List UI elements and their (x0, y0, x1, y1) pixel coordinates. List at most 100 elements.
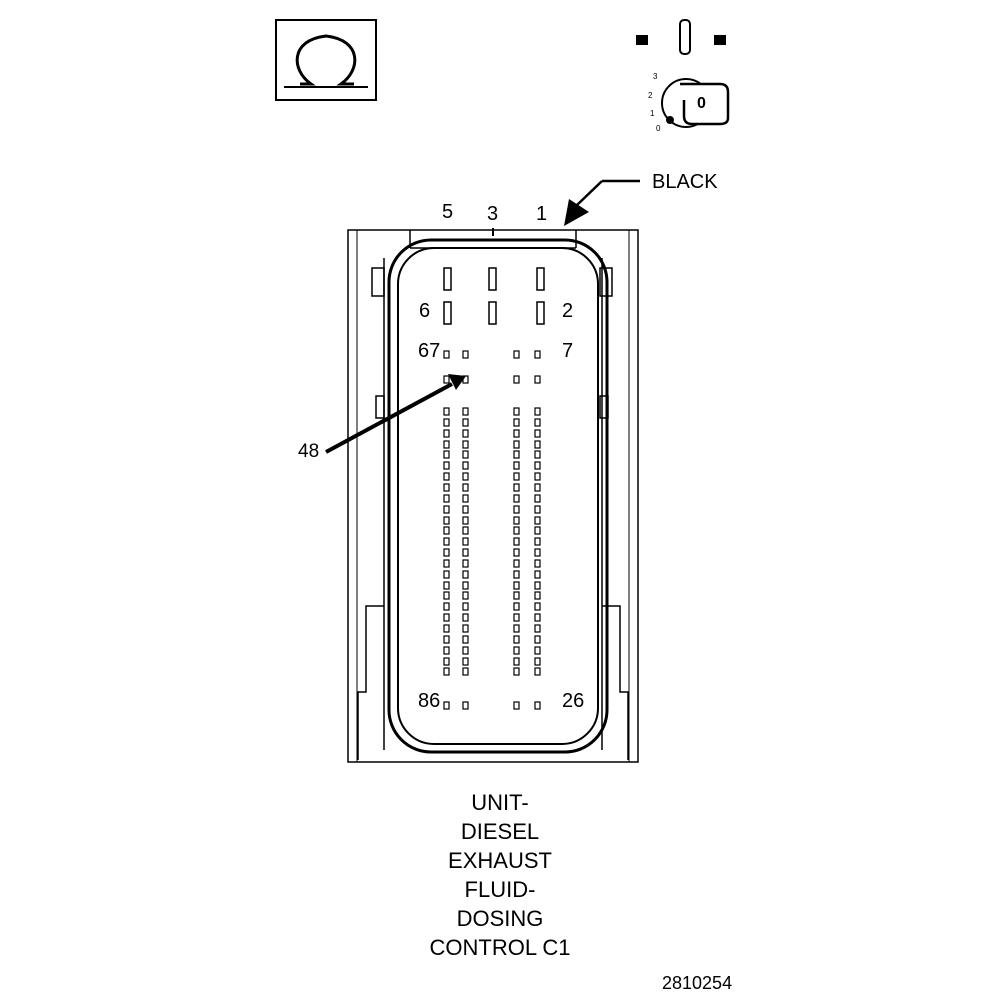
signal-pin-cavity (534, 407, 541, 416)
signal-pin-cavity (513, 505, 520, 514)
title-line: EXHAUST (448, 848, 552, 873)
signal-pin-cavity (443, 526, 450, 535)
signal-pin-cavity (462, 516, 469, 525)
signal-pin-cavity (534, 548, 541, 557)
signal-pin-cavity (443, 613, 450, 622)
signal-pin-cavity (534, 559, 541, 568)
signal-pin-cavity (443, 440, 450, 449)
signal-pin-cavity (462, 494, 469, 503)
pin-label-86: 86 (418, 690, 441, 712)
ignition-key-label: 0 (697, 95, 706, 112)
signal-pin-cavity (513, 407, 520, 416)
signal-pin-cavity (513, 667, 520, 676)
signal-pin-cavity (443, 494, 450, 503)
signal-pin-cavity (513, 472, 520, 481)
signal-pin-cavity (513, 537, 520, 546)
signal-pin-cavity (443, 559, 450, 568)
signal-pin-cavity (534, 375, 541, 384)
signal-pin-cavity (534, 657, 541, 666)
signal-pin-cavity (534, 483, 541, 492)
signal-pin-cavity (443, 581, 450, 590)
ignition-position-3: 3 (653, 72, 658, 81)
black-callout-label: BLACK (652, 171, 718, 193)
signal-pin-cavity (534, 537, 541, 546)
signal-pin-cavity (513, 635, 520, 644)
signal-pin-cavity (513, 646, 520, 655)
signal-pin-cavity (462, 505, 469, 514)
black-callout-arrow (564, 179, 640, 226)
signal-pin-cavity (443, 646, 450, 655)
signal-pin-cavity (443, 418, 450, 427)
signal-pin-cavity (513, 375, 520, 384)
power-pin-cavities (443, 267, 545, 325)
signal-pin-cavity (462, 407, 469, 416)
signal-pin-cavity (534, 494, 541, 503)
signal-pin-cavity (443, 407, 450, 416)
signal-pin-cavity (534, 440, 541, 449)
signal-pin-cavity (513, 418, 520, 427)
pin-label-67: 67 (418, 340, 441, 362)
signal-pin-cavity (443, 516, 450, 525)
signal-pin-cavity (462, 624, 469, 633)
signal-pin-cavity (462, 701, 469, 710)
ignition-position-2: 2 (648, 91, 653, 100)
signal-pin-cavity (462, 635, 469, 644)
signal-pin-cavity (534, 646, 541, 655)
signal-pin-cavity (443, 537, 450, 546)
pin-label-48: 48 (298, 441, 320, 462)
signal-pin-cavity (534, 472, 541, 481)
signal-pin-cavity (462, 581, 469, 590)
signal-pin-cavity (513, 526, 520, 535)
signal-pin-cavity (513, 494, 520, 503)
signal-pin-cavity (513, 516, 520, 525)
power-pin-cavity (488, 301, 497, 325)
pin-label-1: 1 (536, 203, 548, 225)
signal-pin-cavity (443, 602, 450, 611)
signal-pin-cavity (534, 461, 541, 470)
signal-pin-cavity (534, 635, 541, 644)
signal-pin-cavity (534, 613, 541, 622)
signal-pin-cavity (534, 516, 541, 525)
signal-pin-cavity (462, 450, 469, 459)
signal-pin-cavity (534, 450, 541, 459)
signal-pin-cavity (462, 667, 469, 676)
signal-pin-cavity (462, 472, 469, 481)
ohmmeter-icon (275, 19, 377, 101)
power-pin-cavity (488, 267, 497, 291)
signal-pin-cavity (443, 667, 450, 676)
signal-pin-cavity (513, 602, 520, 611)
connector-housing (347, 229, 639, 763)
title-line: DOSING (456, 906, 544, 931)
signal-pin-cavity (534, 350, 541, 359)
signal-pin-cavity (443, 375, 450, 384)
pin-label-3: 3 (487, 203, 499, 225)
signal-pin-cavity (513, 559, 520, 568)
signal-pin-cavity (462, 440, 469, 449)
signal-pin-cavity (513, 450, 520, 459)
signal-pin-cavity (513, 581, 520, 590)
signal-pin-cavity (443, 591, 450, 600)
signal-pin-cavity (443, 624, 450, 633)
signal-pin-cavity (513, 624, 520, 633)
signal-pin-cavity (462, 613, 469, 622)
signal-pin-cavity (513, 440, 520, 449)
signal-pin-cavities (443, 350, 541, 710)
signal-pin-cavity (443, 472, 450, 481)
ignition-switch-icon (636, 19, 730, 128)
title-line: UNIT- (471, 790, 529, 815)
signal-pin-cavity (534, 701, 541, 710)
pin-label-7: 7 (562, 340, 574, 362)
signal-pin-cavity (443, 701, 450, 710)
signal-pin-cavity (462, 429, 469, 438)
pin-label-2: 2 (562, 300, 574, 322)
signal-pin-cavity (462, 570, 469, 579)
signal-pin-cavity (513, 570, 520, 579)
signal-pin-cavity (443, 483, 450, 492)
signal-pin-cavity (462, 526, 469, 535)
power-pin-cavity (443, 267, 452, 291)
signal-pin-cavity (443, 429, 450, 438)
signal-pin-cavity (513, 429, 520, 438)
signal-pin-cavity (462, 548, 469, 557)
signal-pin-cavity (462, 350, 469, 359)
signal-pin-cavity (513, 613, 520, 622)
